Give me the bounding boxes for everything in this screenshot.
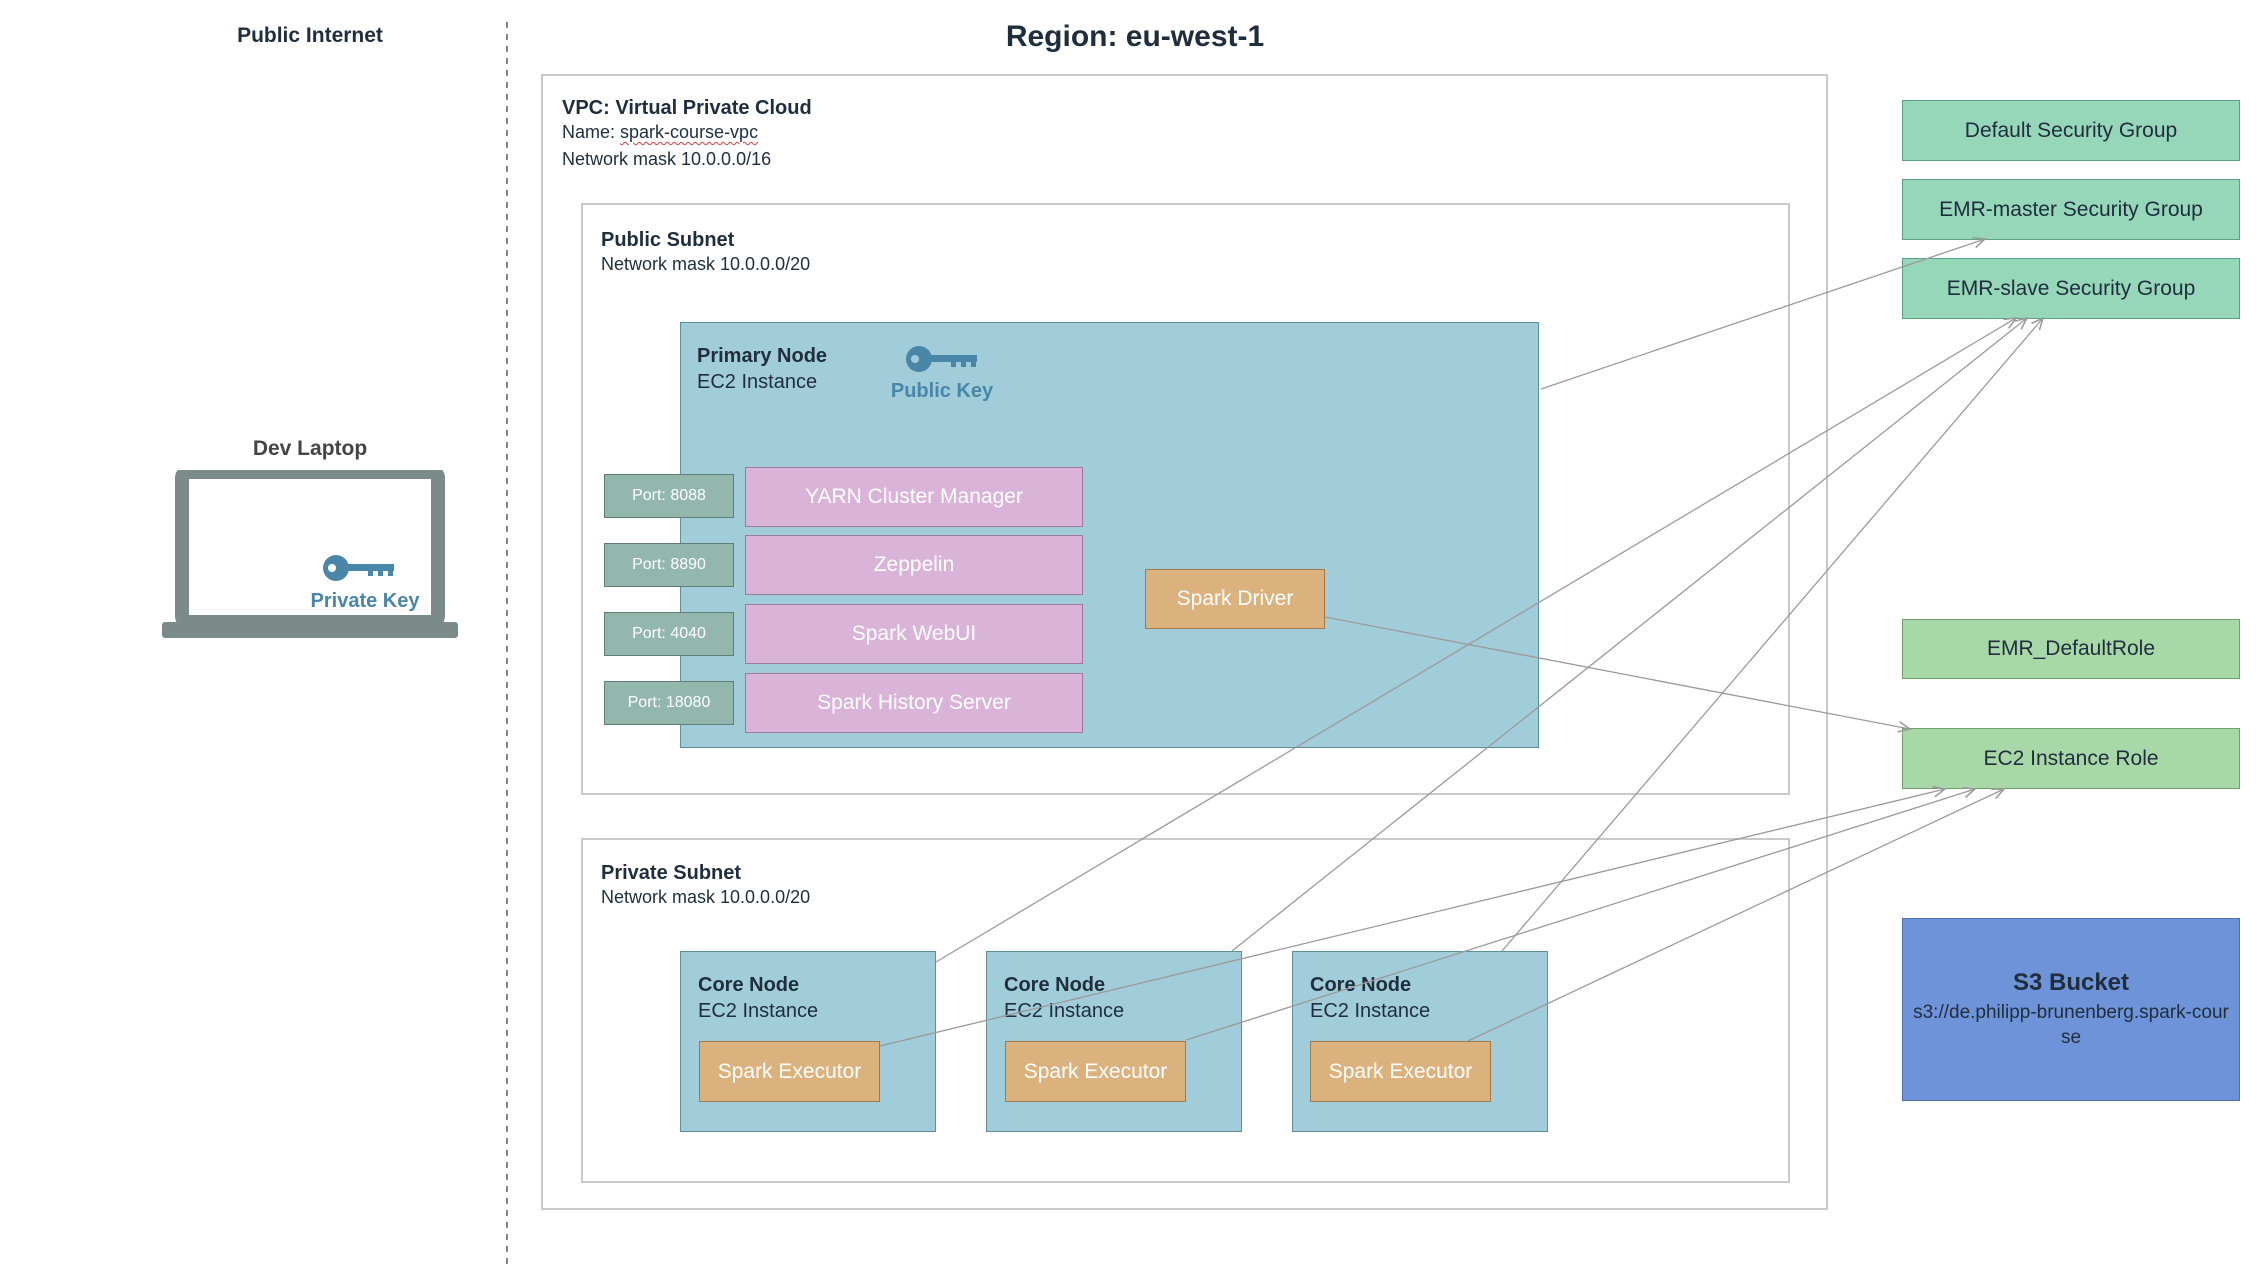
emr-default-role: EMR_DefaultRole — [1902, 619, 2240, 679]
vpc-name-prefix: Name: — [562, 122, 621, 142]
port-badge: Port: 8088 — [604, 474, 734, 518]
key-icon — [322, 553, 396, 583]
core-node-title: Core Node — [1310, 974, 1412, 996]
primary-node-title: Primary Node — [697, 345, 828, 367]
s3-bucket-path: s3://de.philipp-brunenberg.spark-course — [1913, 1001, 2229, 1048]
s3-bucket: S3 Bucket s3://de.philipp-brunenberg.spa… — [1902, 918, 2240, 1101]
port-badge: Port: 8890 — [604, 543, 734, 587]
public-subnet-mask: Network mask 10.0.0.0/20 — [601, 254, 811, 274]
spark-executor: Spark Executor — [1310, 1041, 1491, 1102]
service-spark-history[interactable]: Spark History Server — [745, 673, 1083, 733]
spark-driver: Spark Driver — [1145, 569, 1325, 629]
service-yarn[interactable]: YARN Cluster Manager — [745, 467, 1083, 527]
port-badge: Port: 4040 — [604, 612, 734, 656]
port-badge: Port: 18080 — [604, 681, 734, 725]
vpc-name-value: spark-course-vpc — [620, 122, 759, 142]
default-security-group: Default Security Group — [1902, 100, 2240, 161]
emr-master-security-group: EMR-master Security Group — [1902, 179, 2240, 240]
public-key-label: Public Key — [890, 380, 994, 402]
core-node-subtitle: EC2 Instance — [698, 1000, 819, 1022]
dev-laptop-title: Dev Laptop — [252, 437, 368, 460]
primary-node-subtitle: EC2 Instance — [697, 371, 818, 393]
vpc-title: VPC: Virtual Private Cloud — [562, 97, 812, 119]
spark-executor: Spark Executor — [699, 1041, 880, 1102]
private-subnet-title: Private Subnet — [601, 862, 742, 884]
service-spark-webui[interactable]: Spark WebUI — [745, 604, 1083, 664]
public-internet-title: Public Internet — [237, 24, 383, 47]
core-node-subtitle: EC2 Instance — [1004, 1000, 1125, 1022]
ec2-instance-role: EC2 Instance Role — [1902, 728, 2240, 789]
core-node-title: Core Node — [1004, 974, 1106, 996]
vpc-name: Name: spark-course-vpc — [562, 122, 758, 143]
region-title: Region: eu-west-1 — [1005, 20, 1265, 53]
public-subnet-title: Public Subnet — [601, 229, 735, 251]
emr-slave-security-group: EMR-slave Security Group — [1902, 258, 2240, 319]
key-icon — [905, 344, 979, 374]
core-node-subtitle: EC2 Instance — [1310, 1000, 1431, 1022]
private-subnet-mask: Network mask 10.0.0.0/20 — [601, 887, 811, 907]
vpc-mask: Network mask 10.0.0.0/16 — [562, 149, 772, 169]
core-node-title: Core Node — [698, 974, 800, 996]
private-key-label: Private Key — [310, 590, 420, 612]
laptop-icon — [160, 470, 460, 640]
spark-executor: Spark Executor — [1005, 1041, 1186, 1102]
s3-bucket-title: S3 Bucket — [2012, 968, 2130, 996]
service-zeppelin[interactable]: Zeppelin — [745, 535, 1083, 595]
